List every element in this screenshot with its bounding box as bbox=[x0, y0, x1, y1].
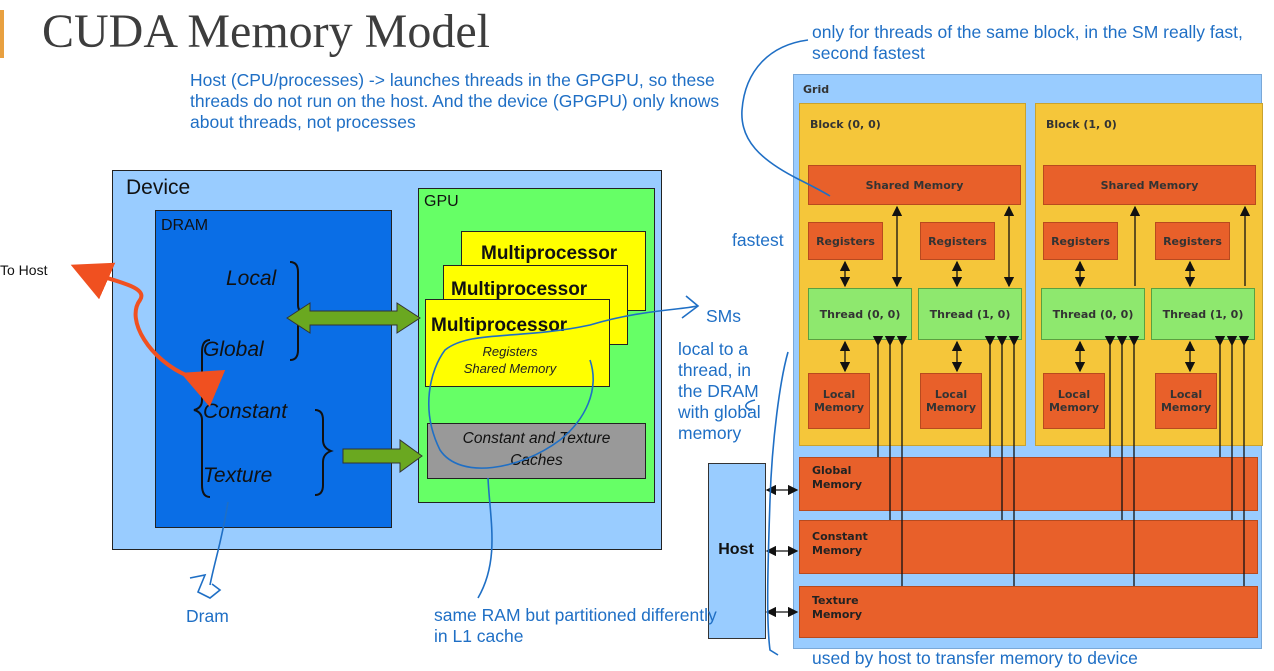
brace-constant bbox=[314, 409, 334, 496]
grid-arrows bbox=[765, 205, 1251, 618]
dram-note: Dram bbox=[186, 606, 229, 626]
thread-b0-t1: Thread (1, 0) bbox=[918, 288, 1022, 340]
caches-label: Constant and Texture Caches bbox=[427, 428, 646, 472]
global-memory-bar bbox=[799, 457, 1258, 511]
thread-b0-t0: Thread (0, 0) bbox=[808, 288, 912, 340]
texture-memory-text-2: Memory bbox=[812, 608, 863, 621]
global-memory-text-2: Memory bbox=[812, 478, 863, 491]
local-memory-text-2: Memory bbox=[1048, 401, 1100, 414]
same-ram-note: same RAM but partitioned differently in … bbox=[434, 605, 717, 646]
caches-line-2: Caches bbox=[510, 452, 563, 469]
local-memory-text-1: Local bbox=[934, 388, 968, 401]
shared-note: only for threads of the same block, in t… bbox=[812, 22, 1243, 63]
dram-label: DRAM bbox=[161, 217, 209, 234]
used-by-host-note: used by host to transfer memory to devic… bbox=[812, 648, 1138, 668]
block-1-label: Block (1, 0) bbox=[1046, 118, 1117, 131]
multiprocessor-label-front: Multiprocessor bbox=[431, 315, 568, 336]
to-host-label: To Host bbox=[0, 262, 48, 278]
to-host-arrow bbox=[70, 262, 226, 407]
multiprocessor-label-back: Multiprocessor bbox=[481, 243, 618, 264]
texture-memory-text-1: Texture bbox=[812, 594, 859, 607]
dram-texture-label: Texture bbox=[203, 464, 273, 487]
host-note: Host (CPU/processes) -> launches threads… bbox=[190, 70, 720, 132]
hand-drawn-annotations bbox=[189, 39, 831, 656]
constant-memory-bar bbox=[799, 520, 1258, 574]
constant-memory-text-1: Constant bbox=[812, 530, 868, 543]
constant-memory-label: Constant Memory bbox=[812, 530, 868, 558]
host-label: Host bbox=[718, 541, 754, 558]
thread-b1-t0: Thread (0, 0) bbox=[1041, 288, 1145, 340]
grid-label: Grid bbox=[803, 83, 830, 96]
local-memory-text-1: Local bbox=[822, 388, 856, 401]
local-memory-text-2: Memory bbox=[925, 401, 977, 414]
local-memory-text-1: Local bbox=[1057, 388, 1091, 401]
registers-label: Registers bbox=[482, 344, 538, 359]
multiprocessor-contents: Registers Shared Memory bbox=[430, 343, 590, 377]
block-0-label: Block (0, 0) bbox=[810, 118, 881, 131]
thread-b1-t1: Thread (1, 0) bbox=[1151, 288, 1255, 340]
brace-global-left bbox=[193, 339, 211, 498]
local-memory-b0-t0: Local Memory bbox=[808, 373, 870, 429]
registers-b1-t0: Registers bbox=[1043, 222, 1118, 260]
global-memory-label: Global Memory bbox=[812, 464, 862, 492]
local-memory-b1-t1: Local Memory bbox=[1155, 373, 1217, 429]
sms-note: SMs bbox=[706, 306, 741, 326]
texture-memory-bar bbox=[799, 586, 1258, 638]
dram-local-label: Local bbox=[226, 267, 277, 290]
local-note: local to a thread, in the DRAM with glob… bbox=[678, 339, 761, 443]
local-memory-text-2: Memory bbox=[813, 401, 865, 414]
shared-memory-block-0: Shared Memory bbox=[808, 165, 1021, 205]
multiprocessor-label-middle: Multiprocessor bbox=[451, 279, 588, 300]
local-memory-text-2: Memory bbox=[1160, 401, 1212, 414]
gpu-label: GPU bbox=[424, 193, 459, 210]
texture-memory-label: Texture Memory bbox=[812, 594, 862, 622]
local-memory-text-1: Local bbox=[1169, 388, 1203, 401]
fastest-note: fastest bbox=[732, 230, 784, 250]
green-arrow-constant-caches bbox=[342, 439, 423, 473]
caches-box bbox=[427, 423, 646, 479]
local-memory-b0-t1: Local Memory bbox=[920, 373, 982, 429]
registers-b0-t1: Registers bbox=[920, 222, 995, 260]
registers-b1-t1: Registers bbox=[1155, 222, 1230, 260]
local-memory-b1-t0: Local Memory bbox=[1043, 373, 1105, 429]
host-box bbox=[708, 463, 766, 639]
constant-memory-text-2: Memory bbox=[812, 544, 863, 557]
caches-line-1: Constant and Texture bbox=[462, 430, 611, 447]
title-accent-bar bbox=[0, 10, 4, 58]
green-arrow-dram-gpu bbox=[286, 302, 421, 334]
global-memory-text-1: Global bbox=[812, 464, 852, 477]
registers-b0-t0: Registers bbox=[808, 222, 883, 260]
page-title: CUDA Memory Model bbox=[42, 5, 490, 58]
shared-memory-label: Shared Memory bbox=[463, 361, 557, 376]
device-label: Device bbox=[126, 176, 191, 199]
shared-memory-block-1: Shared Memory bbox=[1043, 165, 1256, 205]
